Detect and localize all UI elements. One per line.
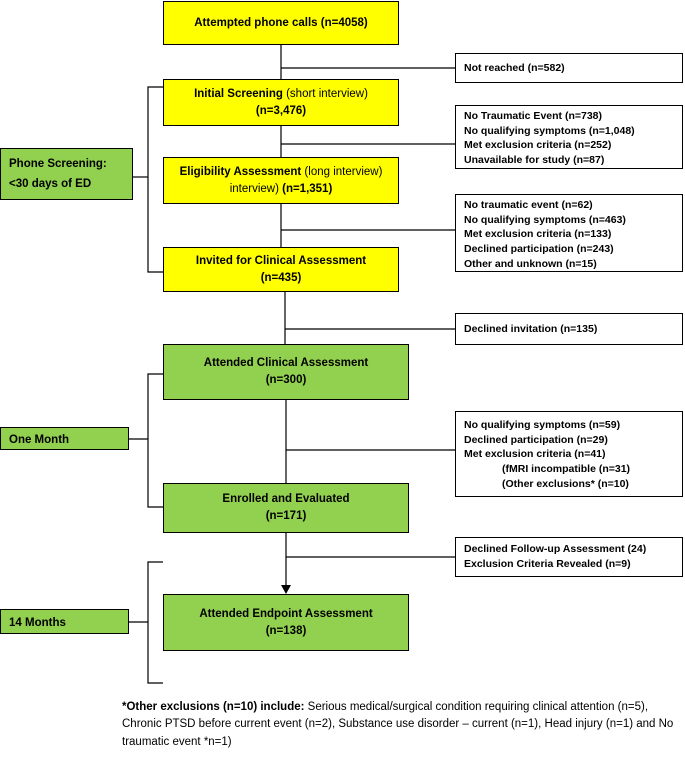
exclusion-line: Met exclusion criteria (n=41) — [464, 448, 606, 461]
footnote-bold: *Other exclusions (n=10) include: — [122, 701, 305, 713]
eligibility-count: (n=1,351) — [282, 182, 333, 195]
invited-box: Invited for Clinical Assessment (n=435) — [163, 247, 399, 292]
stage-one-month-label: One Month — [9, 434, 70, 446]
exclusion-line: No qualifying symptoms (n=463) — [464, 213, 626, 226]
exclusion-line: Exclusion Criteria Revealed (n=9) — [464, 557, 631, 570]
exclusion-subline: (fMRI incompatible (n=31) — [502, 463, 631, 476]
eligibility-box: Eligibility Assessment (long interview) … — [163, 157, 399, 204]
invited-count: (n=435) — [260, 271, 302, 284]
exclusion-line: Declined Follow-up Assessment (24) — [464, 543, 647, 555]
exclusion-line: Declined participation (n=29) — [464, 433, 608, 446]
exclusion-line: No qualifying symptoms (n=1,048) — [464, 124, 635, 137]
endpoint-title: Attended Endpoint Assessment — [199, 607, 373, 620]
invited-title: Invited for Clinical Assessment — [195, 254, 367, 267]
exclusion-line: Other and unknown (n=15) — [464, 257, 597, 270]
stage-one-month: One Month — [0, 427, 129, 450]
initial-screening-box: Initial Screening (short interview) (n=3… — [163, 79, 399, 126]
eligibility-title: Eligibility Assessment — [179, 165, 302, 178]
not-reached-box: Not reached (n=582) — [455, 53, 683, 83]
stage-phone-screening: Phone Screening: <30 days of ED — [0, 148, 133, 200]
enrolled-count: (n=171) — [265, 510, 307, 522]
stage-phone-line-1: Phone Screening: — [9, 158, 107, 170]
enrolled-title: Enrolled and Evaluated — [222, 493, 350, 506]
attended-clinical-count: (n=300) — [265, 374, 307, 386]
exclusion-line: No qualifying symptoms (n=59) — [464, 419, 621, 431]
exclusion-line: No traumatic event (n=62) — [464, 199, 593, 211]
eligibility-extra: (long interview) — [301, 165, 383, 178]
attended-clinical-box: Attended Clinical Assessment (n=300) — [163, 344, 409, 400]
initial-screening-extra: (short interview) — [282, 87, 368, 100]
stage-fourteen-months: 14 Months — [0, 609, 129, 634]
declined-invitation-line: Declined invitation (n=135) — [464, 323, 598, 335]
endpoint-count: (n=138) — [265, 624, 307, 637]
footnote: *Other exclusions (n=10) include: Seriou… — [122, 699, 682, 751]
exclusion-line: No Traumatic Event (n=738) — [464, 110, 603, 122]
attempted-calls-box: Attempted phone calls (n=4058) — [163, 1, 399, 45]
initial-screening-title: Initial Screening — [194, 87, 283, 100]
enrolled-box: Enrolled and Evaluated (n=171) — [163, 483, 409, 533]
not-reached-line: Not reached (n=582) — [464, 62, 565, 74]
clinical-exclusion-box: No qualifying symptoms (n=59) Declined p… — [455, 411, 683, 497]
exclusion-line: Unavailable for study (n=87) — [464, 154, 605, 167]
exclusion-subline: (Other exclusions* (n=10) — [502, 477, 629, 490]
initial-exclusion-box: No Traumatic Event (n=738) No qualifying… — [455, 105, 683, 169]
stage-fourteen-months-label: 14 Months — [9, 617, 66, 629]
attended-clinical-title: Attended Clinical Assessment — [203, 357, 369, 370]
endpoint-box: Attended Endpoint Assessment (n=138) — [163, 594, 409, 651]
eligibility-exclusion-box: No traumatic event (n=62) No qualifying … — [455, 194, 683, 272]
exclusion-line: Met exclusion criteria (n=252) — [464, 139, 612, 152]
declined-invitation-box: Declined invitation (n=135) — [455, 313, 683, 345]
footnote-text: Serious medical/surgical condition requi… — [122, 701, 674, 748]
followup-exclusion-box: Declined Follow-up Assessment (24) Exclu… — [455, 537, 683, 577]
attempted-calls-title: Attempted phone calls (n=4058) — [194, 16, 368, 29]
stage-phone-line-2: <30 days of ED — [9, 177, 92, 190]
exclusion-line: Met exclusion criteria (n=133) — [464, 228, 612, 241]
initial-screening-count: (n=3,476) — [255, 104, 307, 117]
exclusion-line: Declined participation (n=243) — [464, 243, 614, 256]
